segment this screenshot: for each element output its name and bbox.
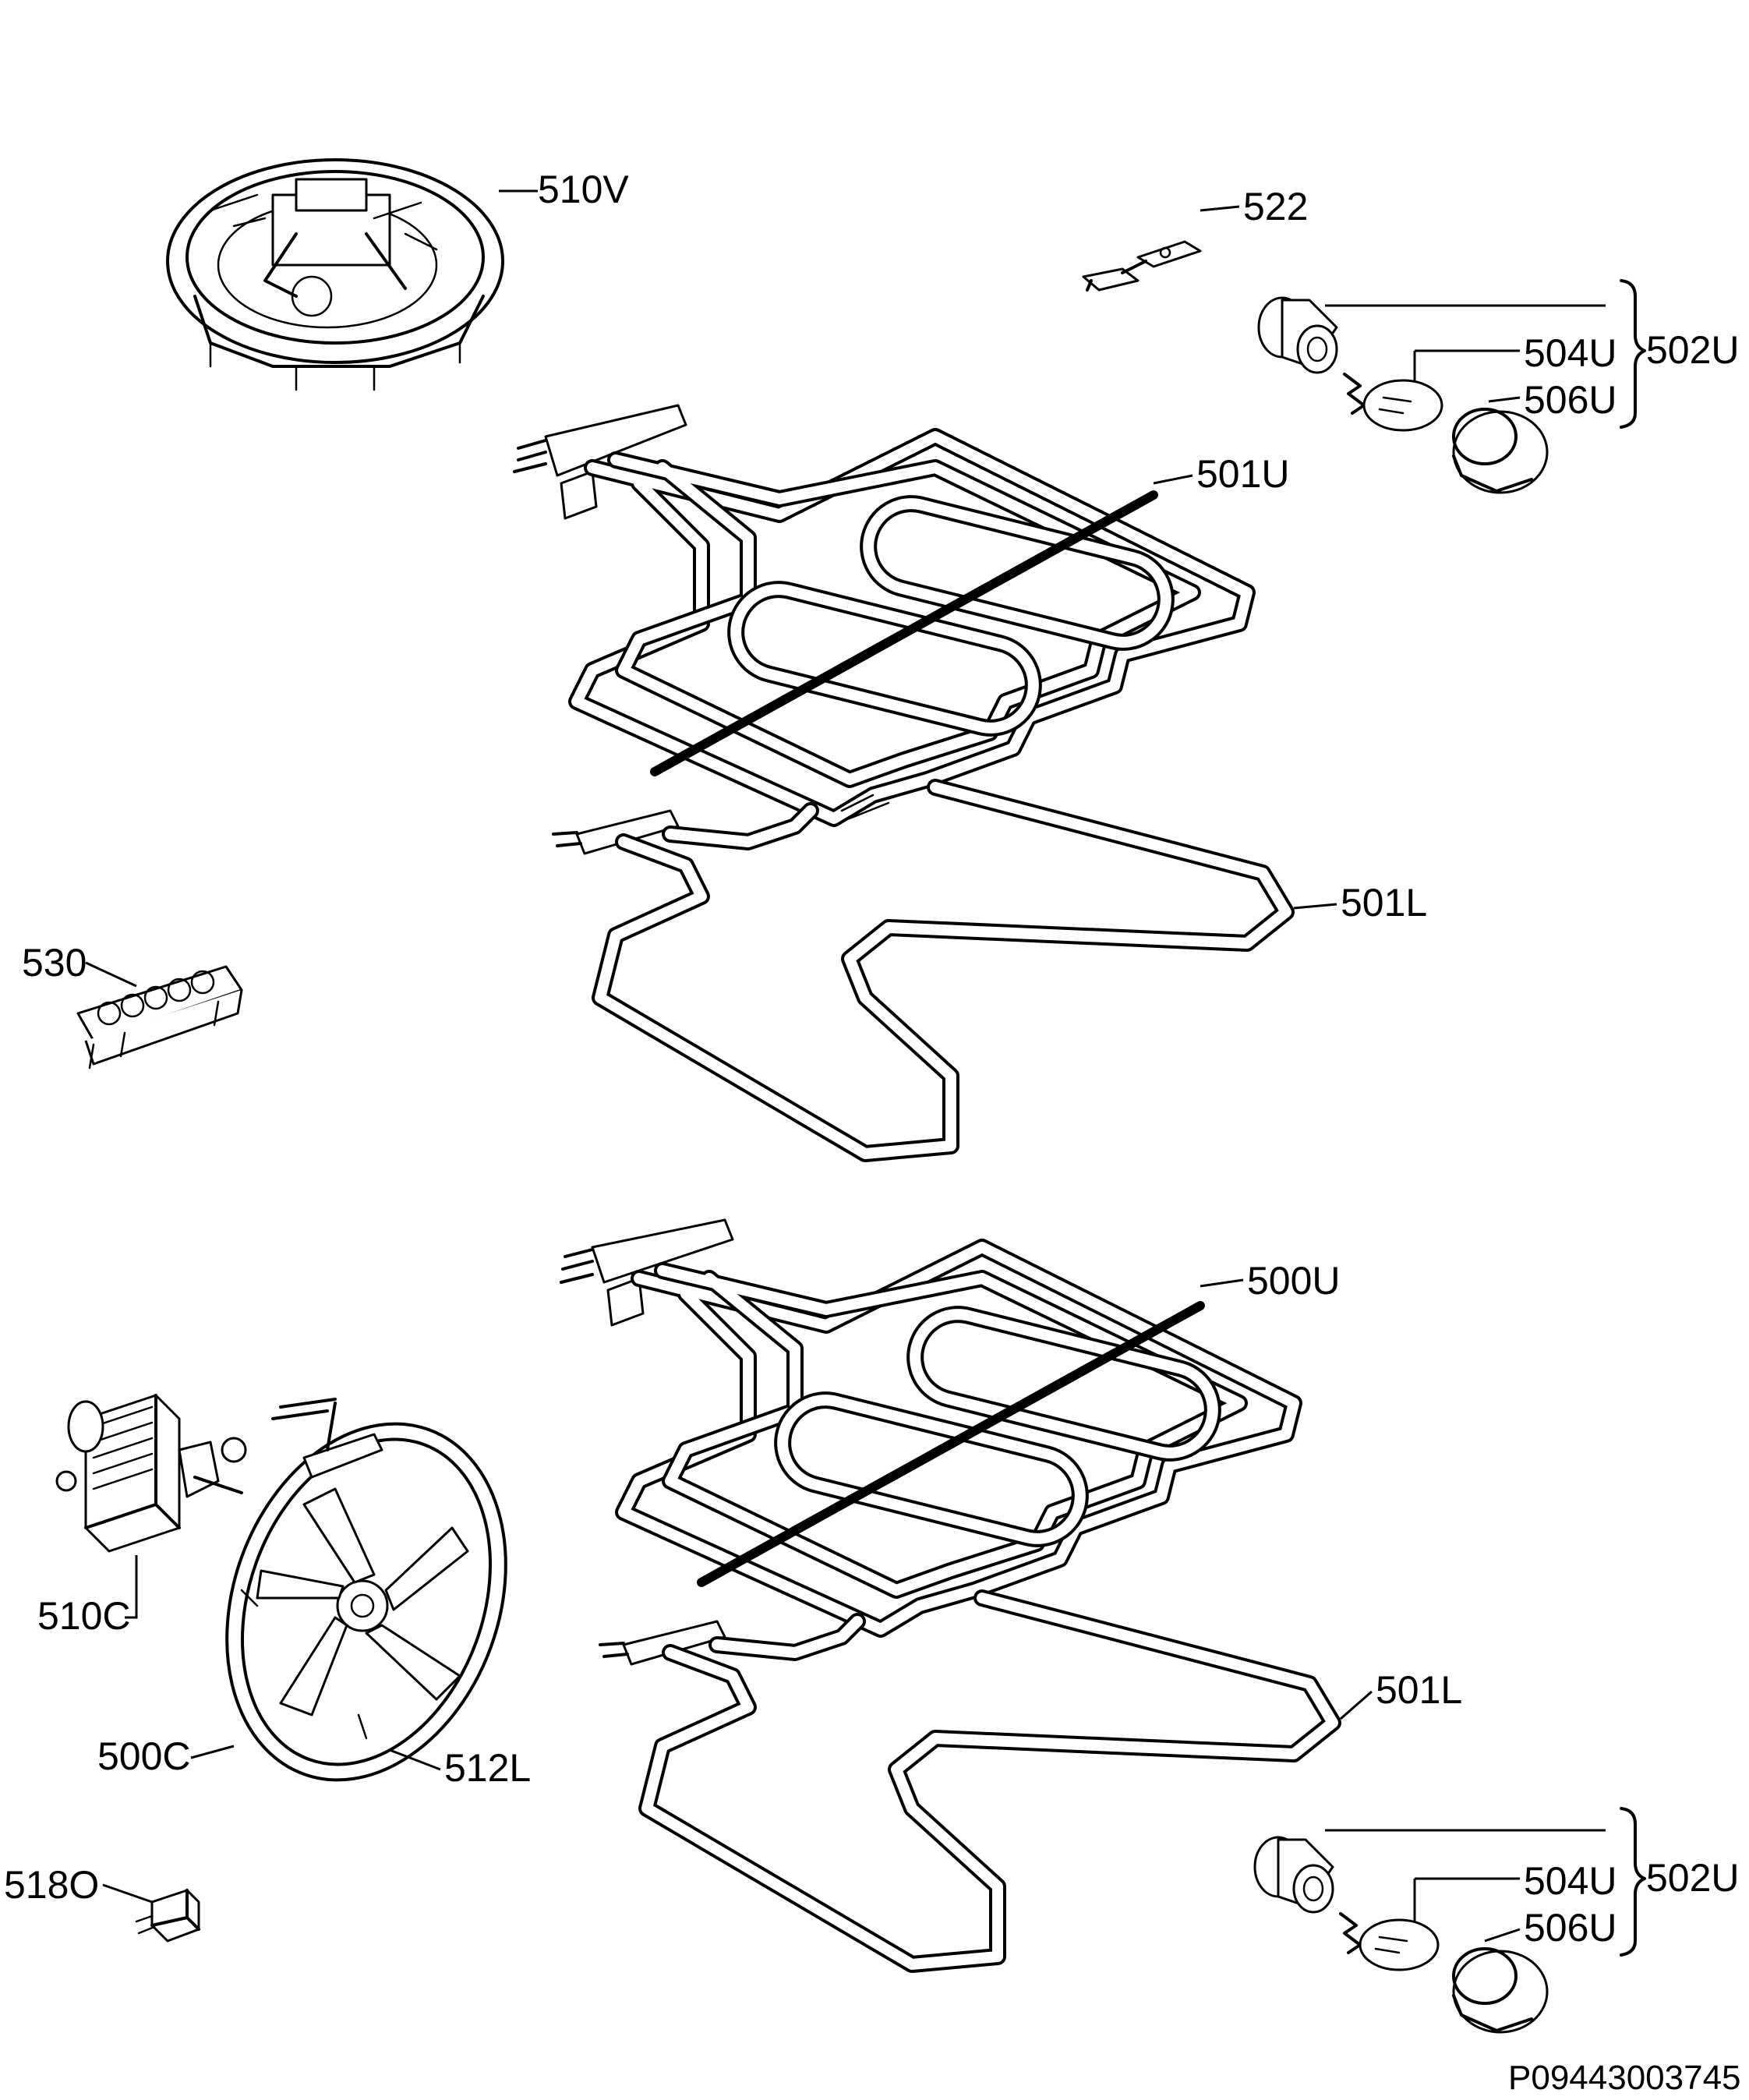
label-500C: 500C <box>97 1734 191 1778</box>
lamp-assembly-bottom <box>1253 1836 1549 2034</box>
label-501U: 501U <box>1196 452 1290 496</box>
heating-element-501L-top <box>552 779 1295 1162</box>
label-502U-top: 502U <box>1646 328 1740 372</box>
brace-502U-bottom <box>1620 1807 1646 1957</box>
thermostat-518O <box>135 1889 200 1943</box>
terminal-block-530 <box>76 965 243 1069</box>
fan-motor-assembly-510V <box>166 158 504 391</box>
label-500U: 500U <box>1247 1259 1341 1303</box>
label-506U-top: 506U <box>1524 378 1617 422</box>
label-530: 530 <box>22 941 87 985</box>
brace-502U-top <box>1620 279 1646 429</box>
label-501L-bottom: 501L <box>1376 1668 1462 1712</box>
fan-motor-510C <box>55 1394 247 1553</box>
label-522: 522 <box>1243 185 1308 228</box>
label-510C: 510C <box>37 1594 131 1638</box>
heating-element-500U <box>560 1218 1302 1638</box>
heating-element-501U <box>513 404 1256 827</box>
label-512L: 512L <box>444 1746 531 1790</box>
label-510V: 510V <box>538 168 629 211</box>
label-504U-bottom: 504U <box>1524 1859 1617 1903</box>
drawing-code: P09443003745 <box>1508 2059 1741 2097</box>
label-518O: 518O <box>4 1863 99 1907</box>
label-506U-bottom: 506U <box>1524 1906 1617 1950</box>
fan-blade-and-shroud <box>225 1398 507 1782</box>
heating-element-501L-bottom <box>599 1589 1341 1973</box>
lamp-assembly-top <box>1257 296 1549 494</box>
label-502U-bottom: 502U <box>1646 1856 1740 1900</box>
label-504U-top: 504U <box>1524 331 1617 375</box>
label-501L-top: 501L <box>1341 881 1427 924</box>
connector-522 <box>1082 240 1202 292</box>
